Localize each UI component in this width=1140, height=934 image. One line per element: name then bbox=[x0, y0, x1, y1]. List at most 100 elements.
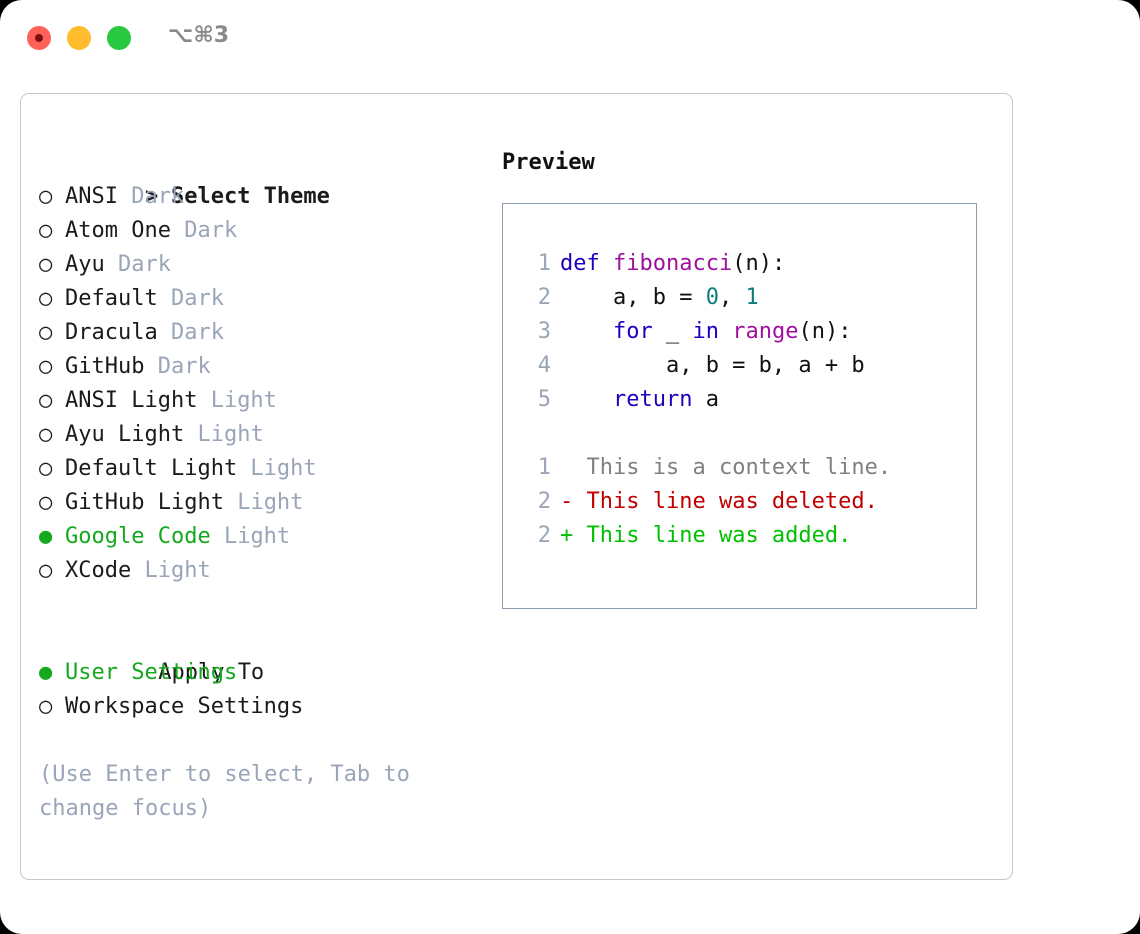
theme-variant-tag: Dark bbox=[157, 320, 224, 345]
code-token-pl bbox=[560, 387, 613, 412]
theme-list-item[interactable]: ○ XCode Light bbox=[39, 554, 489, 588]
apply-to-heading: Apply To bbox=[39, 622, 489, 685]
code-line: 5 return a bbox=[503, 383, 976, 417]
radio-unselected-icon: ○ bbox=[39, 184, 53, 209]
code-token-pl bbox=[719, 319, 732, 344]
theme-list-item[interactable]: ○ Atom One Dark bbox=[39, 214, 489, 248]
theme-list-item[interactable]: ○ANSI Light Light bbox=[39, 384, 489, 418]
code-line-content: return a bbox=[551, 383, 719, 417]
diff-sample-block: 1 This is a context line.2- This line wa… bbox=[503, 451, 976, 553]
select-theme-heading: >Select Theme bbox=[39, 146, 489, 209]
code-line-content: a, b = 0, 1 bbox=[551, 281, 759, 315]
list-spacer bbox=[39, 588, 489, 622]
theme-variant-tag: Dark bbox=[117, 184, 185, 209]
theme-list-item[interactable]: ○Default Light Light bbox=[39, 452, 489, 486]
theme-list-item[interactable]: ○Dracula Dark bbox=[39, 316, 489, 350]
theme-name-label: Default bbox=[65, 286, 158, 311]
line-number: 2 bbox=[537, 489, 551, 514]
apply-to-list: ● User Settings ○Workspace Settings bbox=[39, 656, 489, 724]
theme-name-label: ANSI bbox=[65, 184, 118, 209]
line-number: 2 bbox=[537, 523, 551, 548]
radio-unselected-icon: ○ bbox=[39, 694, 53, 719]
theme-name-label: Ayu bbox=[65, 252, 105, 277]
code-token-pl: (n): bbox=[798, 319, 852, 344]
code-token-pl: a, b = bbox=[560, 285, 706, 310]
theme-variant-tag: Dark bbox=[104, 252, 171, 277]
theme-variant-tag: Dark bbox=[170, 218, 238, 243]
theme-variant-tag: Light bbox=[223, 490, 304, 515]
diff-text: This line was added. bbox=[586, 523, 852, 548]
title-bar: ⌥⌘3 bbox=[0, 0, 1140, 78]
diff-line-content: This is a context line. bbox=[551, 451, 892, 485]
code-line-content: def fibonacci(n): bbox=[551, 247, 785, 281]
diff-line: 2- This line was deleted. bbox=[503, 485, 976, 519]
line-number: 3 bbox=[537, 319, 551, 344]
code-line: 3 for _ in range(n): bbox=[503, 315, 976, 349]
code-line: 2 a, b = 0, 1 bbox=[503, 281, 976, 315]
radio-unselected-icon: ○ bbox=[39, 354, 53, 379]
minimize-button[interactable] bbox=[67, 26, 91, 50]
traffic-lights bbox=[27, 26, 131, 50]
line-number: 1 bbox=[537, 251, 551, 276]
line-number: 2 bbox=[537, 285, 551, 310]
theme-list-item[interactable]: ○GitHub Dark bbox=[39, 350, 489, 384]
theme-name-label: Ayu Light bbox=[65, 422, 185, 447]
line-number: 4 bbox=[537, 353, 551, 378]
theme-name-label: GitHub Light bbox=[65, 490, 224, 515]
keyboard-hint-text: (Use Enter to select, Tab to change focu… bbox=[39, 762, 410, 821]
theme-list-item[interactable]: ○ GitHub Light Light bbox=[39, 486, 489, 520]
apply-to-heading-label: Apply To bbox=[158, 660, 265, 685]
theme-variant-tag: Light bbox=[197, 388, 277, 413]
close-button[interactable] bbox=[27, 26, 51, 50]
theme-list-item[interactable]: ○ ANSI Dark bbox=[39, 180, 489, 214]
theme-name-label: Atom One bbox=[65, 218, 171, 243]
zoom-button[interactable] bbox=[107, 26, 131, 50]
code-line-content: a, b = b, a + b bbox=[551, 349, 865, 383]
theme-name-label: Google Code bbox=[65, 524, 211, 549]
diff-line: 2+ This line was added. bbox=[503, 519, 976, 553]
theme-list-item[interactable]: ○ Ayu Dark bbox=[39, 248, 489, 282]
apply-to-option-label: User Settings bbox=[65, 660, 238, 685]
radio-unselected-icon: ○ bbox=[39, 558, 53, 583]
theme-name-label: Dracula bbox=[65, 320, 158, 345]
code-line: 4 a, b = b, a + b bbox=[503, 349, 976, 383]
radio-selected-icon: ● bbox=[39, 660, 53, 685]
theme-name-label: ANSI Light bbox=[65, 388, 198, 413]
theme-variant-tag: Dark bbox=[144, 354, 211, 379]
code-token-fn: fibonacci bbox=[612, 251, 733, 276]
code-token-kw: for bbox=[612, 319, 653, 344]
theme-list-item[interactable]: ●Google Code Light bbox=[39, 520, 489, 554]
code-token-pl: a bbox=[692, 387, 719, 412]
preview-heading: Preview bbox=[502, 150, 595, 175]
theme-variant-tag: Light bbox=[184, 422, 264, 447]
apply-to-option[interactable]: ● User Settings bbox=[39, 656, 489, 690]
code-line-content: for _ in range(n): bbox=[551, 315, 851, 349]
radio-unselected-icon: ○ bbox=[39, 286, 53, 311]
keyboard-shortcut-label: ⌥⌘3 bbox=[168, 23, 230, 48]
diff-line: 1 This is a context line. bbox=[503, 451, 976, 485]
code-token-num: 1 bbox=[745, 285, 759, 310]
diff-marker: + bbox=[560, 523, 587, 548]
theme-name-label: Default Light bbox=[65, 456, 238, 481]
apply-to-option[interactable]: ○Workspace Settings bbox=[39, 690, 489, 724]
code-diff-spacer bbox=[503, 417, 976, 451]
theme-variant-tag: Light bbox=[131, 558, 211, 583]
radio-unselected-icon: ○ bbox=[39, 252, 53, 277]
theme-list-item[interactable]: ○Ayu Light Light bbox=[39, 418, 489, 452]
diff-line-content: + This line was added. bbox=[551, 519, 851, 553]
radio-unselected-icon: ○ bbox=[39, 218, 53, 243]
diff-marker: - bbox=[560, 489, 587, 514]
code-token-kw: def bbox=[560, 251, 613, 276]
diff-line-content: - This line was deleted. bbox=[551, 485, 878, 519]
radio-unselected-icon: ○ bbox=[39, 490, 53, 515]
line-number: 1 bbox=[537, 455, 551, 480]
code-token-num: 0 bbox=[705, 285, 719, 310]
caret-icon: > bbox=[144, 184, 159, 209]
content-frame: >Select Theme ○ANSI Dark○Atom One Dark○A… bbox=[20, 93, 1013, 880]
theme-list-item[interactable]: ○Default Dark bbox=[39, 282, 489, 316]
code-token-kw: return bbox=[612, 387, 693, 412]
theme-name-label: XCode bbox=[65, 558, 132, 583]
